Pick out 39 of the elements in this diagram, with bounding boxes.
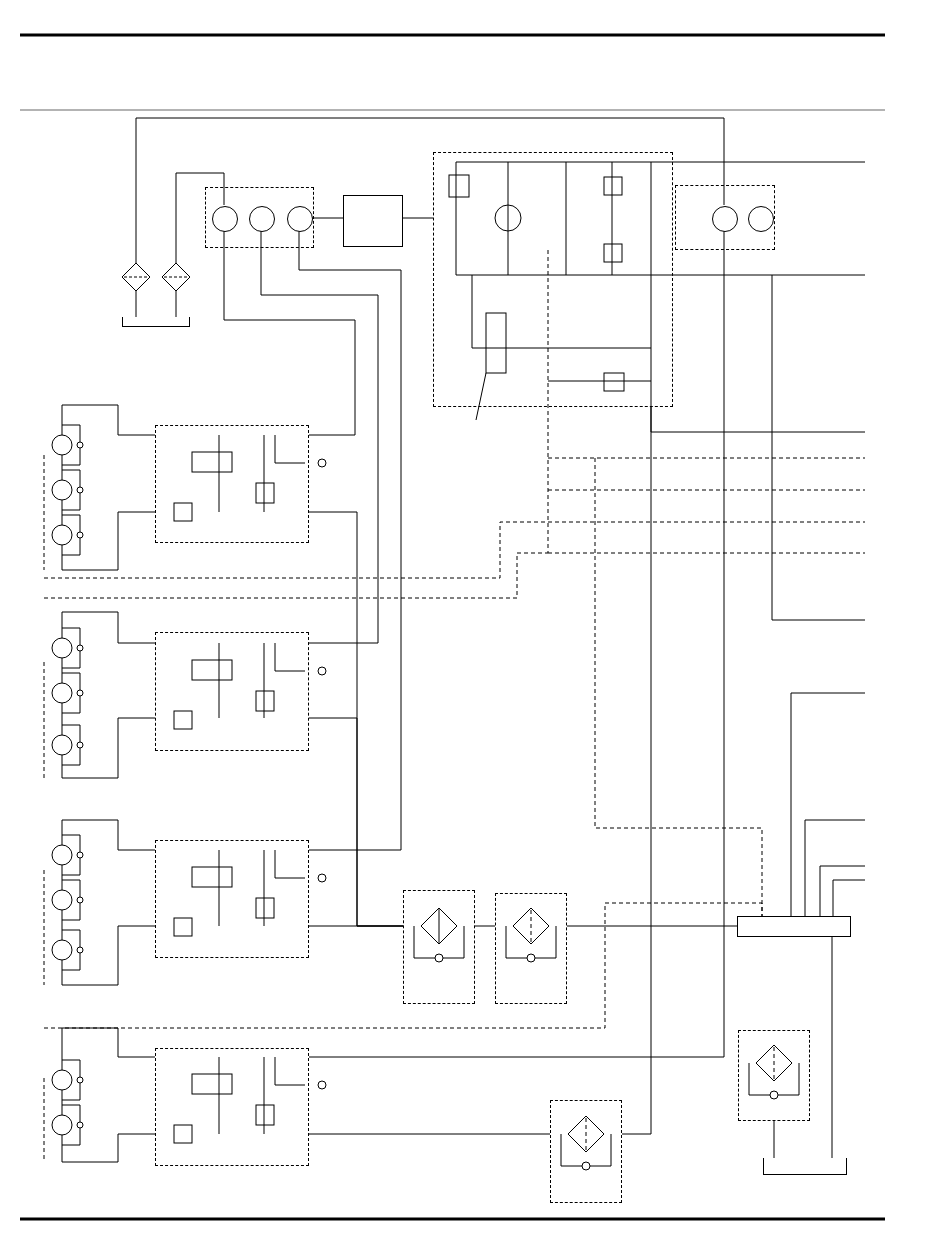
motor-housing <box>675 185 775 250</box>
hydraulic-line <box>311 217 344 219</box>
hydraulic-line <box>135 117 725 264</box>
hydraulic-line <box>260 230 379 644</box>
filter-housing <box>495 893 567 1004</box>
filter-housing <box>403 890 475 1004</box>
valve-block <box>155 425 309 543</box>
valve-block <box>155 1048 309 1166</box>
engine-box <box>343 195 403 247</box>
hydraulic-line <box>308 230 725 1058</box>
hydraulic-line <box>223 230 356 436</box>
hydraulic-line <box>773 1120 775 1159</box>
manifold-bar <box>737 916 851 937</box>
strainer-symbol <box>122 263 150 291</box>
control-block <box>433 152 673 407</box>
valve-block <box>155 840 309 958</box>
pump-symbol <box>249 206 275 232</box>
pump-housing <box>205 187 314 248</box>
pump-symbol <box>212 206 238 232</box>
hydraulic-line <box>566 925 738 927</box>
filter-housing <box>738 1030 810 1121</box>
hydraulic-line <box>135 290 137 318</box>
tank-symbol <box>122 317 190 327</box>
tank-symbol <box>763 1158 847 1175</box>
motor-symbol <box>748 206 774 232</box>
hydraulic-line <box>621 406 652 1135</box>
hydraulic-line <box>298 230 402 851</box>
hydraulic-line <box>308 1133 551 1135</box>
pump-symbol <box>287 206 313 232</box>
motor-symbol <box>712 206 738 232</box>
hydraulic-line <box>175 172 225 264</box>
strainer-symbol <box>162 263 190 291</box>
hydraulic-line <box>402 217 434 219</box>
hydraulic-line <box>175 290 177 318</box>
hydraulic-line <box>474 925 496 927</box>
filter-housing <box>550 1100 622 1203</box>
valve-block <box>155 632 309 751</box>
hydraulic-line <box>831 936 833 1159</box>
hydraulic-line <box>308 925 404 927</box>
